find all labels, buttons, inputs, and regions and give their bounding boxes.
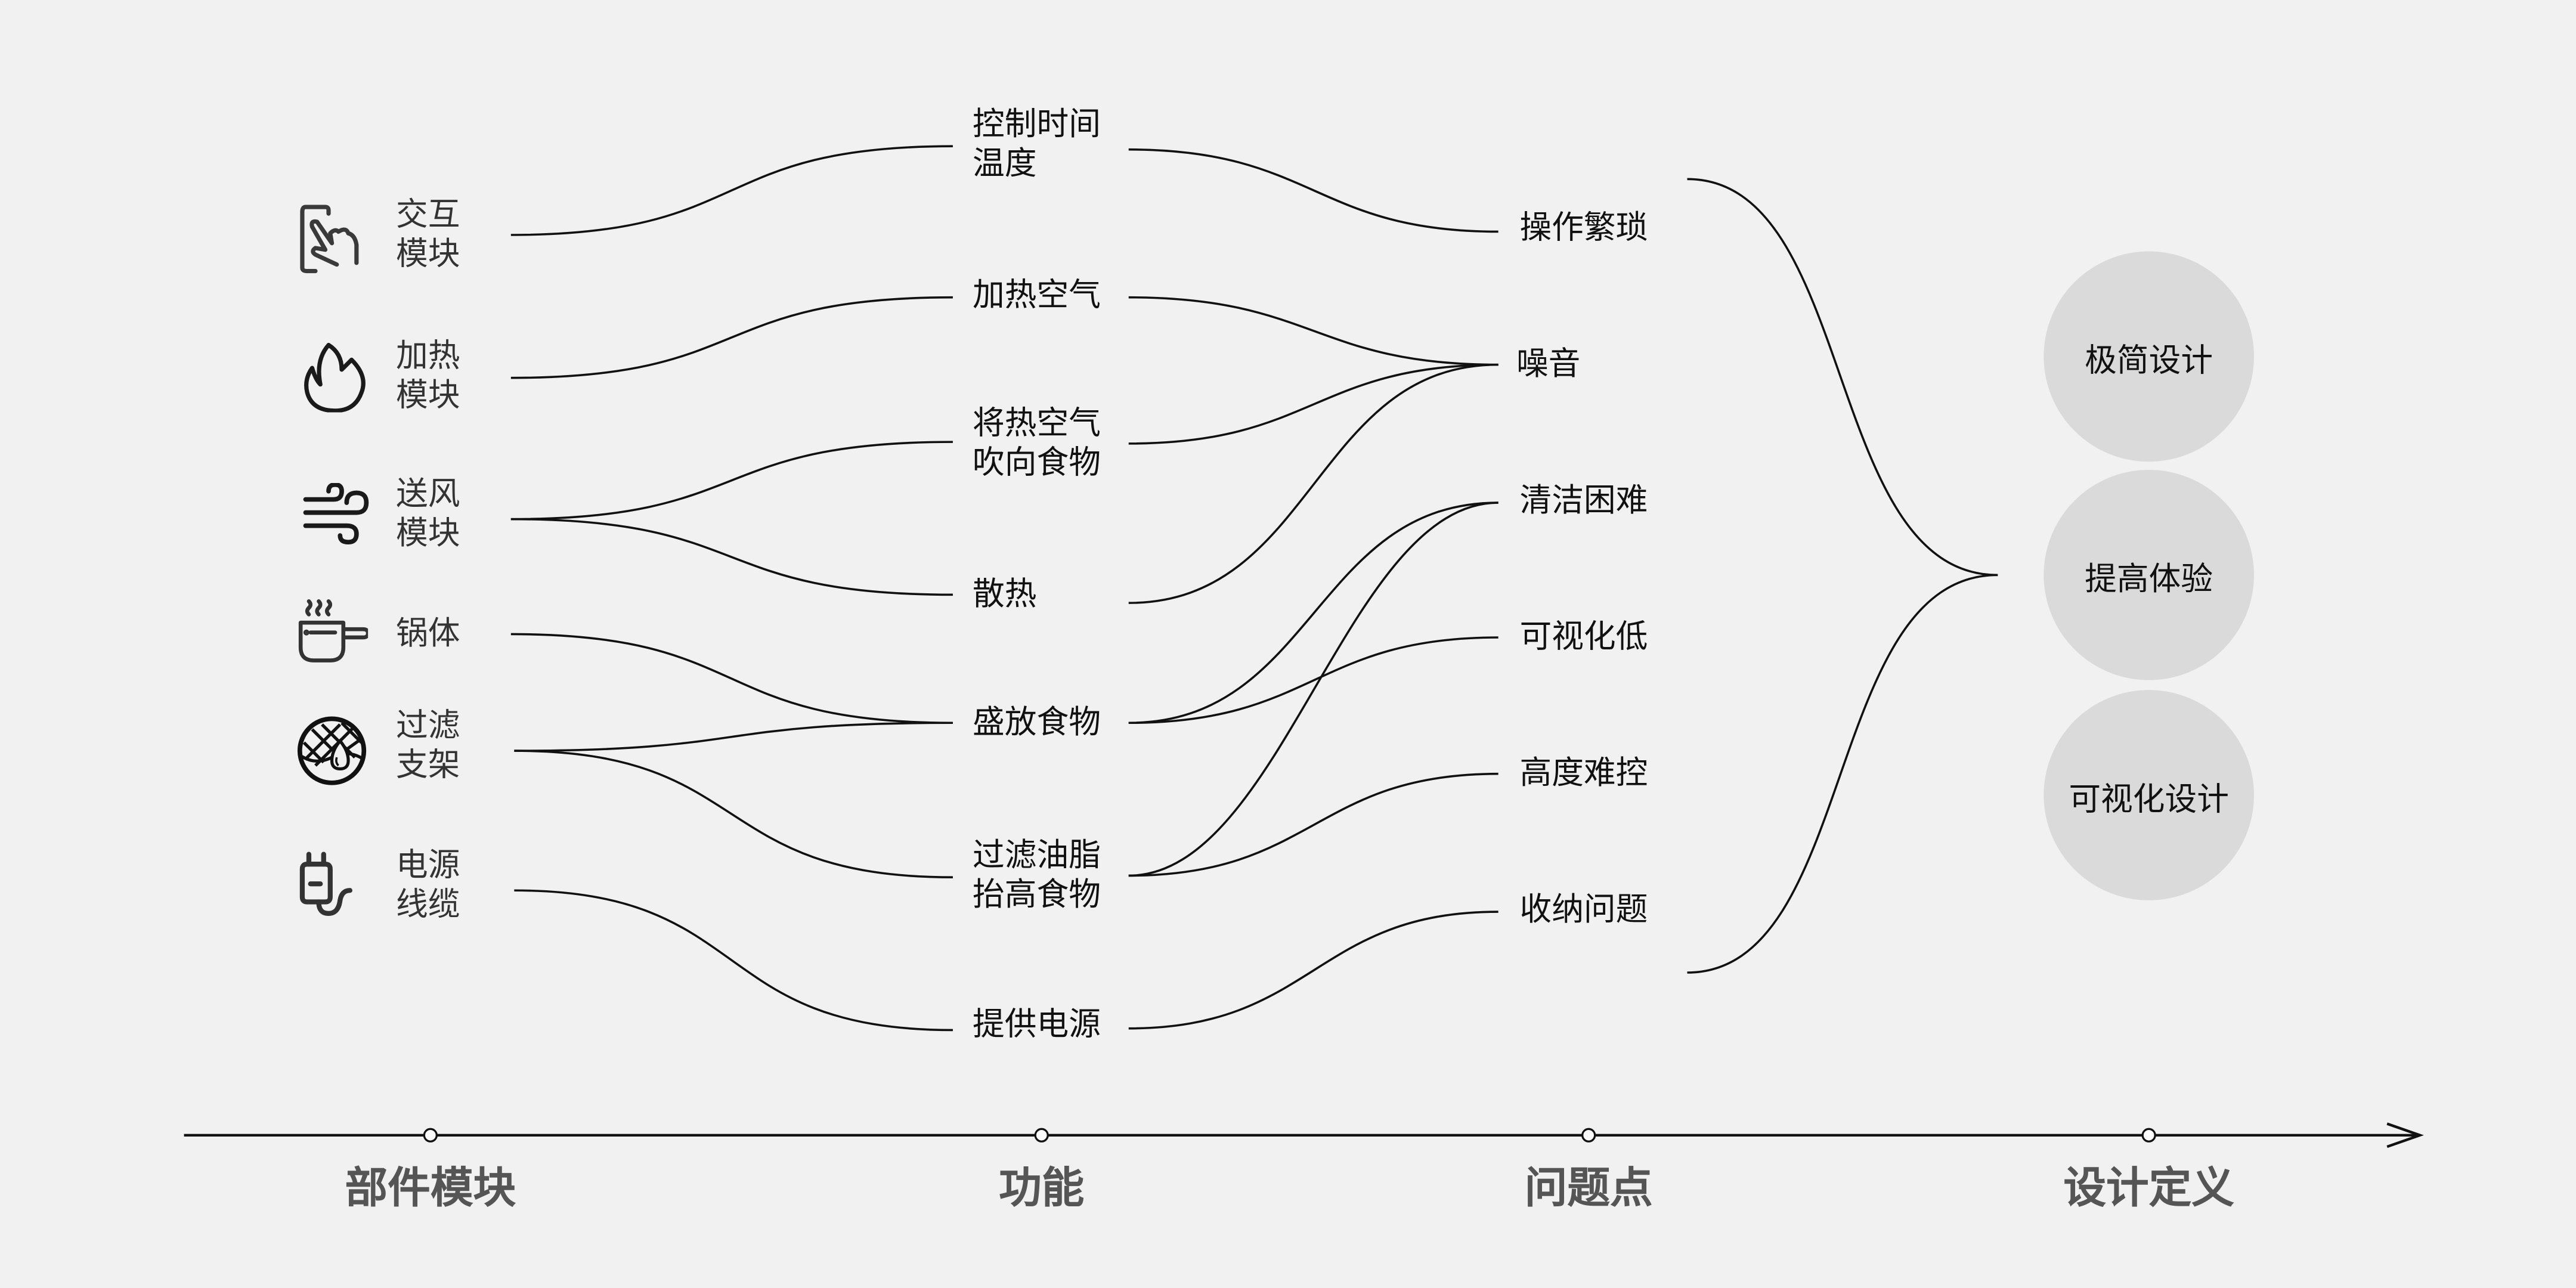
stage-title-design: 设计定义 [2063, 1165, 2234, 1215]
power-plug-icon [299, 852, 352, 916]
stage-title-functions: 功能 [999, 1165, 1085, 1215]
wind-icon [303, 482, 369, 545]
link-hold-food-visibility [1128, 636, 1498, 724]
design-circle-minimalist: 极简设计 [2044, 251, 2254, 462]
link-filter-oil-height [1128, 772, 1498, 877]
function-hold-food: 盛放食物 [973, 703, 1101, 741]
link-interaction-control [510, 145, 953, 236]
link-filter-filter-oil [514, 750, 953, 879]
steaming-pot-icon [298, 599, 369, 662]
axis-dot-problems [1581, 1128, 1596, 1143]
function-control-time-temp: 控制时间 温度 [973, 105, 1101, 182]
flame-icon [304, 342, 366, 413]
function-dissipate-heat: 散热 [973, 575, 1037, 613]
problem-hard-cleaning: 清洁困难 [1519, 481, 1648, 519]
axis-dot-design [2141, 1128, 2156, 1143]
module-filter-rack: 过滤 支架 [395, 706, 460, 784]
link-fan-blow-air [510, 441, 953, 521]
design-circle-visual: 可视化设计 [2044, 690, 2254, 900]
module-power-cable: 电源 线缆 [395, 846, 460, 924]
design-label: 提高体验 [2085, 559, 2213, 597]
problem-noise: 噪音 [1516, 345, 1581, 383]
timeline-axis [184, 1122, 2424, 1148]
axis-dot-functions [1034, 1128, 1049, 1143]
problem-complex-operation: 操作繁琐 [1519, 208, 1648, 247]
brace-bottom [1687, 574, 1998, 974]
link-dissipate-noise [1128, 363, 1498, 604]
problem-height-control: 高度难控 [1519, 754, 1648, 792]
stage-title-problems: 问题点 [1524, 1165, 1653, 1215]
filter-mesh-drop-icon [297, 716, 367, 785]
function-heat-air: 加热空气 [973, 275, 1101, 314]
function-blow-hot-air: 将热空气 吹向食物 [973, 404, 1101, 482]
link-control-complex-op [1128, 148, 1498, 233]
touch-screen-hand-icon [300, 205, 359, 274]
brace-top [1687, 178, 1998, 577]
link-hold-food-cleaning [1128, 501, 1498, 724]
function-filter-oil-raise-food: 过滤油脂 抬高食物 [973, 836, 1101, 914]
design-circle-experience: 提高体验 [2044, 469, 2254, 680]
design-label: 可视化设计 [2069, 779, 2229, 818]
module-fan: 送风 模块 [395, 475, 460, 552]
module-pot: 锅体 [395, 614, 460, 652]
link-heat-air-noise [1128, 296, 1498, 366]
problem-low-visibility: 可视化低 [1519, 617, 1648, 656]
link-power-storage [1128, 911, 1498, 1030]
stage-title-modules: 部件模块 [345, 1165, 516, 1215]
link-fan-dissipate [510, 518, 953, 596]
module-heating: 加热 模块 [395, 336, 460, 414]
link-pot-hold-food [510, 633, 953, 724]
link-blow-air-noise [1128, 363, 1498, 445]
axis-dot-modules [423, 1128, 438, 1143]
problem-storage: 收纳问题 [1519, 890, 1648, 928]
function-supply-power: 提供电源 [973, 1005, 1101, 1044]
link-filter-hold-food [514, 722, 953, 752]
link-heating-heat-air [510, 296, 953, 379]
design-label: 极简设计 [2085, 340, 2213, 379]
module-interaction: 交互 模块 [395, 195, 460, 273]
link-filter-oil-cleaning [1128, 501, 1498, 877]
link-power-supply [514, 889, 953, 1032]
